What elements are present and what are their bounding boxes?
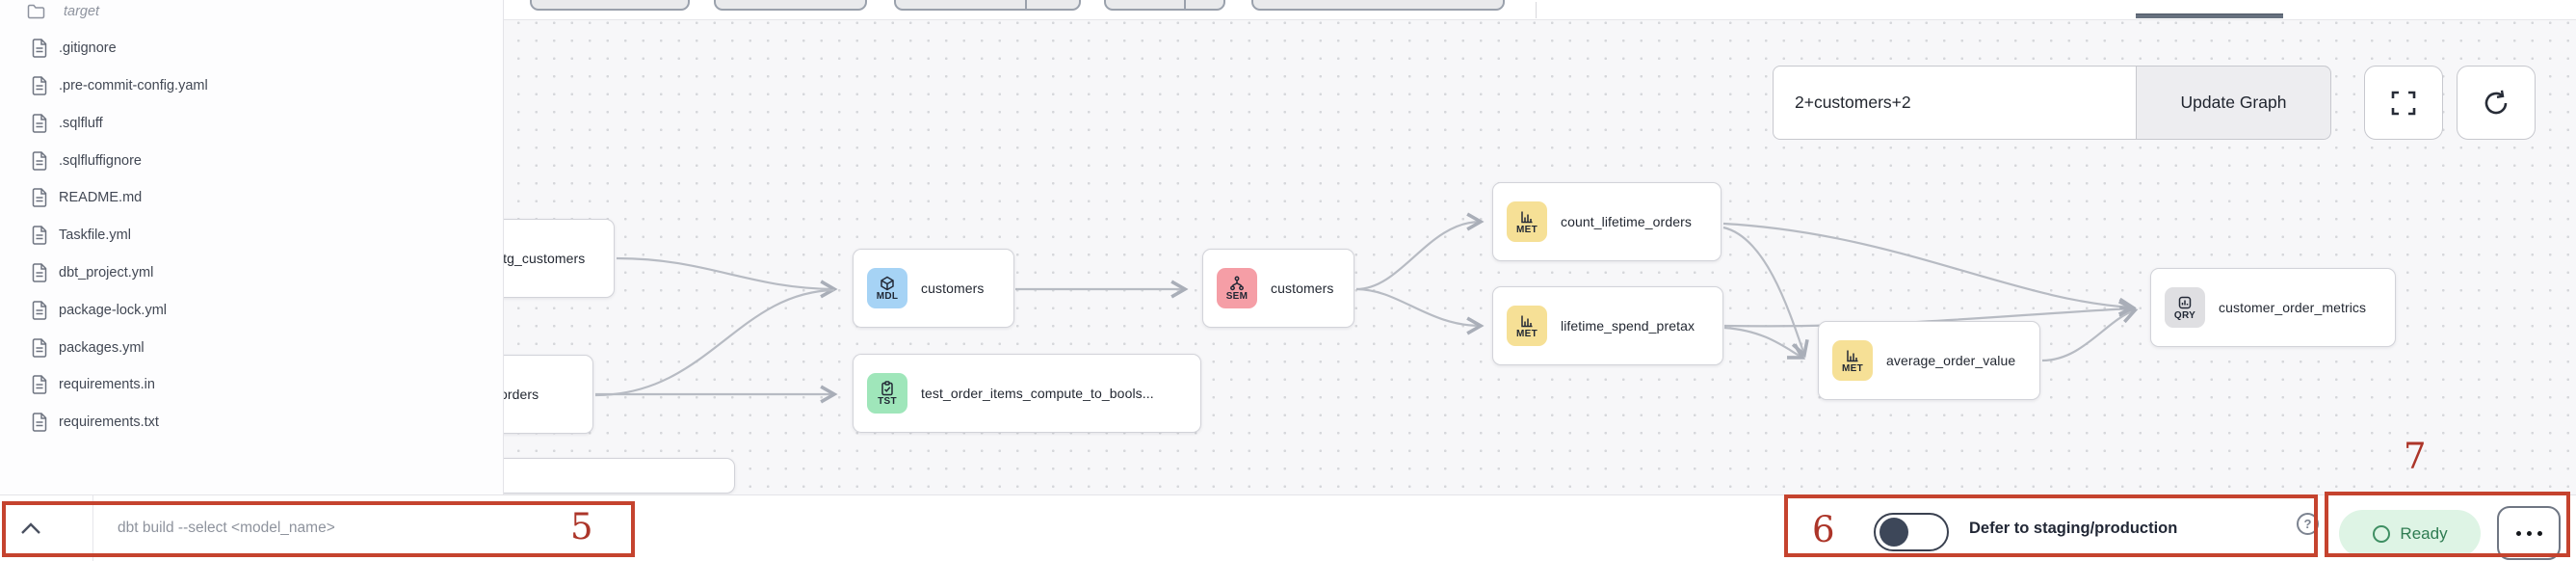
tree-item-pre-commit-config[interactable]: .pre-commit-config.yaml (0, 70, 503, 101)
tree-item-requirements-txt[interactable]: requirements.txt (0, 407, 503, 438)
tree-item-readme[interactable]: README.md (0, 182, 503, 213)
tree-item-packages[interactable]: packages.yml (0, 333, 503, 363)
metric-badge: MET (1507, 306, 1547, 346)
tree-item-taskfile[interactable]: Taskfile.yml (0, 220, 503, 251)
file-icon (32, 39, 47, 58)
help-icon[interactable]: ? (2297, 513, 2319, 535)
status-badge: Ready (2339, 510, 2481, 557)
fullscreen-button[interactable] (2364, 66, 2443, 140)
folder-icon (27, 4, 45, 19)
node-count-lifetime-orders[interactable]: MET count_lifetime_orders (1492, 182, 1722, 261)
toggle-knob (1879, 517, 1908, 547)
graph-selector-input[interactable] (1773, 66, 2136, 140)
file-icon (32, 151, 47, 171)
toolbar-button-group-partial[interactable] (894, 0, 1081, 11)
bar-chart-icon (1847, 350, 1858, 361)
tree-item-sqlfluffignore[interactable]: .sqlfluffignore (0, 146, 503, 176)
report-icon (2178, 296, 2192, 308)
defer-label: Defer to staging/production (1969, 520, 2178, 537)
file-icon (32, 114, 47, 133)
clipboard-check-icon (881, 380, 893, 395)
tree-item-dbt-project[interactable]: dbt_project.yml (0, 257, 503, 288)
status-circle-icon (2373, 524, 2391, 543)
file-icon (32, 413, 47, 432)
tree-item-sqlfluff[interactable]: .sqlfluff (0, 108, 503, 139)
node-test-order-items[interactable]: TST test_order_items_compute_to_bools... (853, 354, 1201, 433)
tree-item-package-lock[interactable]: package-lock.yml (0, 295, 503, 326)
tree-item-target[interactable]: target (0, 0, 503, 27)
semantic-badge: SEM (1217, 268, 1257, 308)
node-customers-semantic[interactable]: SEM customers (1202, 249, 1354, 328)
more-options-button[interactable] (2497, 506, 2561, 560)
test-badge: TST (867, 373, 907, 414)
file-icon (32, 263, 47, 282)
chevron-up-icon[interactable] (17, 519, 44, 538)
command-bar-divider (92, 495, 93, 561)
file-icon (32, 188, 47, 207)
command-input[interactable] (118, 507, 561, 549)
toolbar-button-group-partial[interactable] (1104, 0, 1225, 11)
toolbar-button-partial[interactable] (1251, 0, 1505, 11)
command-bar: Defer to staging/production ? Ready (0, 494, 2576, 561)
file-icon (32, 76, 47, 95)
file-icon (32, 338, 47, 358)
query-badge: QRY (2165, 287, 2205, 328)
defer-toggle[interactable] (1874, 513, 1949, 551)
bar-chart-icon (1521, 315, 1533, 327)
metric-badge: MET (1507, 201, 1547, 242)
bar-chart-icon (1521, 211, 1533, 223)
toolbar-button-partial[interactable] (714, 0, 867, 11)
refresh-icon (2484, 90, 2508, 114)
refresh-button[interactable] (2457, 66, 2536, 140)
file-tree-panel: target .gitignore .pre-commit-config.yam… (0, 0, 504, 494)
active-tab-underline (2136, 13, 2283, 18)
tree-item-gitignore[interactable]: .gitignore (0, 33, 503, 64)
graph-topbar (504, 0, 2576, 20)
node-customer-order-metrics[interactable]: QRY customer_order_metrics (2150, 268, 2396, 347)
topbar-divider (1536, 2, 1537, 18)
status-text: Ready (2400, 523, 2448, 543)
tree-item-requirements-in[interactable]: requirements.in (0, 369, 503, 400)
toolbar-button-partial[interactable] (530, 0, 690, 11)
update-graph-button[interactable]: Update Graph (2136, 66, 2331, 140)
node-customers-model[interactable]: MDL customers (853, 249, 1014, 328)
file-icon (32, 375, 47, 394)
node-lifetime-spend-pretax[interactable]: MET lifetime_spend_pretax (1492, 286, 1723, 365)
cube-icon (881, 276, 894, 290)
branch-icon (1230, 276, 1244, 290)
metric-badge: MET (1832, 340, 1873, 381)
fullscreen-icon (2391, 91, 2416, 115)
file-icon (32, 226, 47, 245)
file-icon (32, 301, 47, 320)
node-average-order-value[interactable]: MET average_order_value (1818, 321, 2040, 400)
model-badge: MDL (867, 268, 907, 308)
